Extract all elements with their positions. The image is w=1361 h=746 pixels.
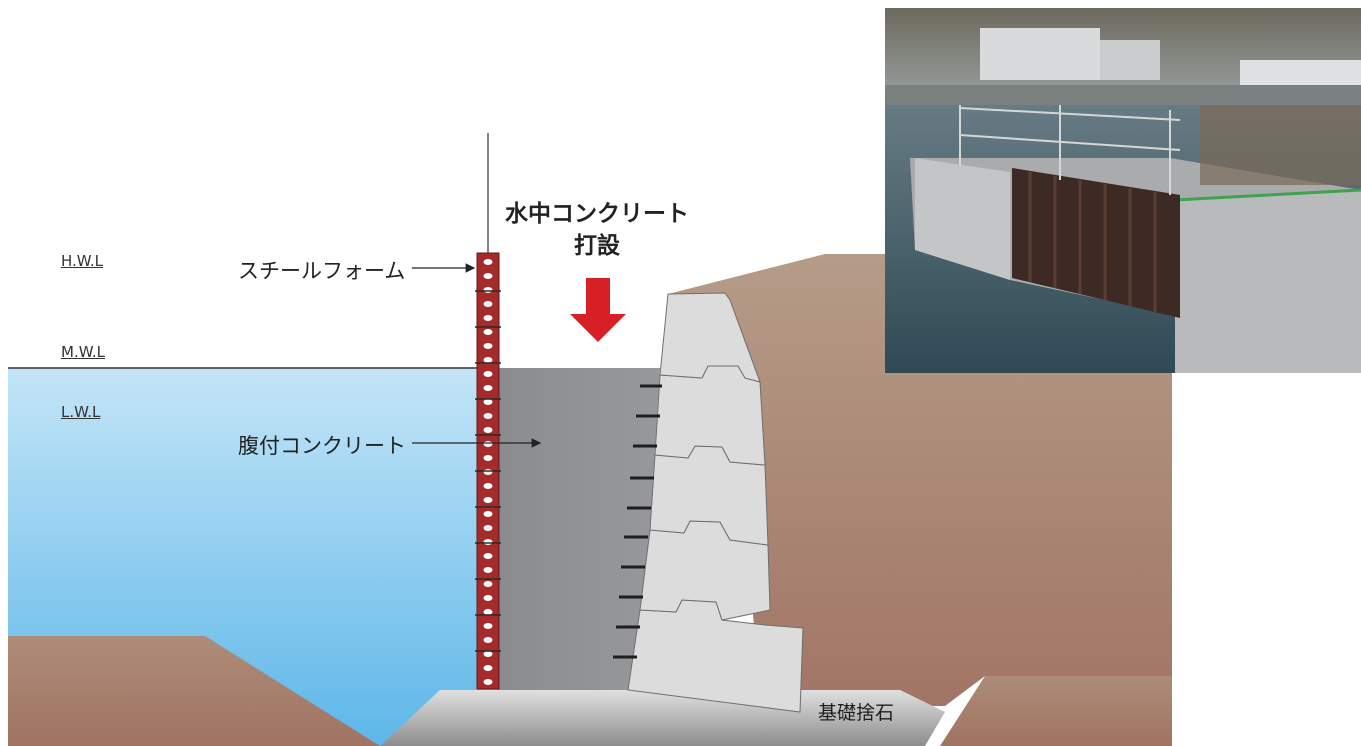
form-ties — [613, 384, 662, 659]
form-hole — [483, 497, 493, 503]
site-photo — [885, 8, 1361, 373]
foundation-rubble — [380, 690, 945, 746]
form-hole — [483, 511, 493, 517]
form-hole — [483, 259, 493, 265]
steel-form-label: スチールフォーム — [238, 259, 406, 283]
seabed-right — [940, 676, 1172, 746]
steel-form-panel — [475, 252, 501, 690]
form-hole — [483, 483, 493, 489]
form-hole — [483, 637, 493, 643]
form-hole — [483, 441, 493, 447]
form-hole — [483, 287, 493, 293]
form-hole — [483, 553, 493, 559]
form-hole — [483, 623, 493, 629]
form-hole — [483, 567, 493, 573]
form-hole — [483, 525, 493, 531]
pour-title-line1: 水中コンクリート — [505, 201, 689, 227]
pour-title: 水中コンクリート 打設 — [492, 198, 702, 262]
hwl-label: H.W.L — [61, 252, 104, 270]
form-hole — [483, 469, 493, 475]
form-hole — [483, 399, 493, 405]
belly-concrete-fill — [498, 368, 660, 690]
form-hole — [483, 427, 493, 433]
concrete-block-stack — [627, 292, 804, 713]
pour-direction-arrow — [570, 278, 626, 342]
mwl-label: M.W.L — [61, 343, 105, 361]
concrete-block — [659, 292, 761, 383]
form-hole — [483, 301, 493, 307]
form-hole — [483, 581, 493, 587]
form-hole — [483, 357, 493, 363]
form-hole — [483, 455, 493, 461]
form-hole — [483, 651, 493, 657]
form-hole — [483, 343, 493, 349]
form-hole — [483, 609, 493, 615]
form-hole — [483, 665, 493, 671]
form-hole — [483, 329, 493, 335]
lwl-label: L.W.L — [61, 403, 101, 421]
form-hole — [483, 371, 493, 377]
form-hole — [483, 385, 493, 391]
seabed-left — [8, 636, 380, 746]
form-hole — [483, 539, 493, 545]
belly-concrete-label: 腹付コンクリート — [238, 434, 406, 458]
form-hole — [483, 595, 493, 601]
pour-title-line2: 打設 — [574, 233, 620, 259]
foundation-label: 基礎捨石 — [818, 702, 895, 724]
form-hole — [483, 273, 493, 279]
form-hole — [483, 679, 493, 685]
form-hole — [483, 315, 493, 321]
form-hole — [483, 413, 493, 419]
